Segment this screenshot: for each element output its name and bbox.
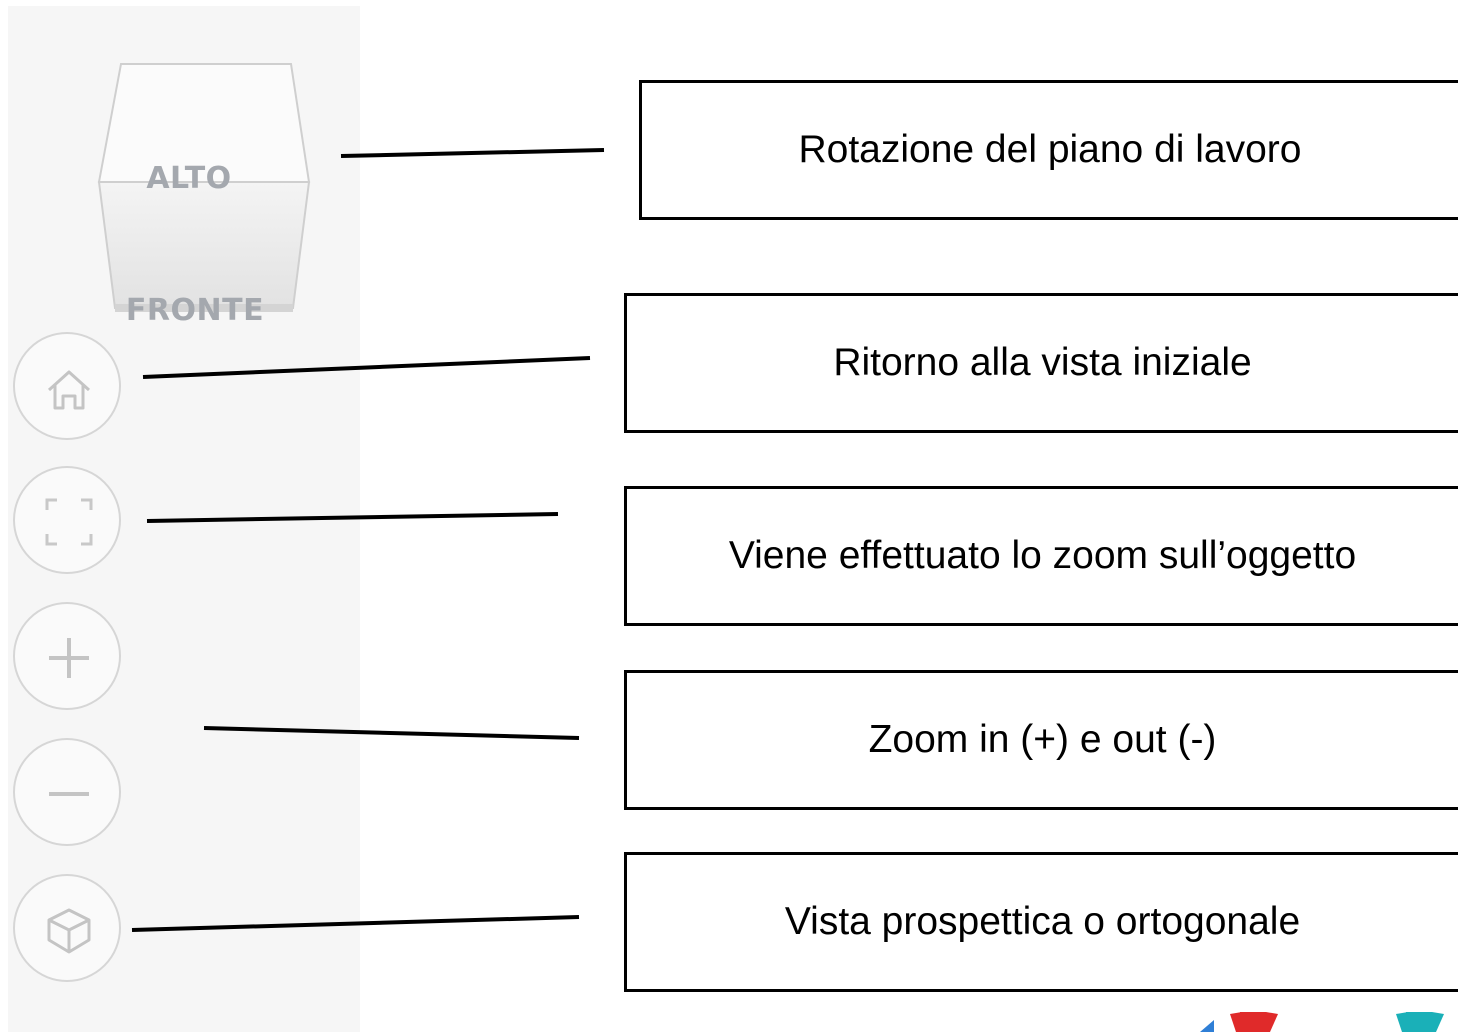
callout-projection: Vista prospettica o ortogonale (624, 852, 1458, 992)
callout-rotation: Rotazione del piano di lavoro (639, 80, 1458, 220)
perspective-cube-icon (47, 908, 91, 954)
projection-toggle-button[interactable] (13, 874, 121, 982)
fit-to-view-button[interactable] (13, 466, 121, 574)
callout-home-text: Ritorno alla vista iniziale (833, 341, 1252, 384)
axis-arrow-cyan (1406, 1012, 1432, 1032)
view-cube[interactable]: ALTO FRONTE (95, 60, 315, 328)
cube-top-face-label[interactable]: ALTO (146, 161, 232, 196)
callout-home: Ritorno alla vista iniziale (624, 293, 1458, 433)
callout-rotation-text: Rotazione del piano di lavoro (798, 128, 1302, 171)
callout-projection-text: Vista prospettica o ortogonale (784, 900, 1301, 943)
callout-zoom: Zoom in (+) e out (-) (624, 670, 1458, 810)
zoom-out-button[interactable] (13, 738, 121, 846)
callout-zoom-text: Zoom in (+) e out (-) (868, 718, 1217, 761)
minus-icon (49, 792, 89, 796)
plus-icon (49, 638, 89, 678)
callout-fit-text: Viene effettuato lo zoom sull’oggetto (728, 534, 1357, 577)
fit-to-view-icon (45, 498, 93, 546)
connector-rotation (340, 148, 605, 158)
axis-gizmo-fragment (1200, 1012, 1444, 1032)
zoom-in-button[interactable] (13, 602, 121, 710)
cube-front-face-label[interactable]: FRONTE (125, 293, 265, 328)
axis-arrow-red (1240, 1012, 1266, 1032)
callout-fit: Viene effettuato lo zoom sull’oggetto (624, 486, 1458, 626)
home-icon (47, 370, 91, 410)
axis-arrow-blue (1200, 1020, 1214, 1032)
home-button[interactable] (13, 332, 121, 440)
